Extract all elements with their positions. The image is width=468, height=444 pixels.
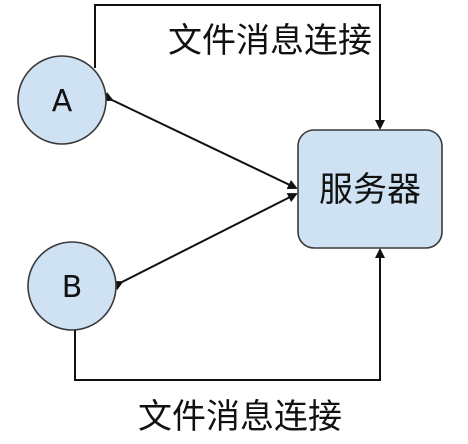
server-node: 服务器 <box>297 129 443 249</box>
node-b-label: B <box>62 270 83 305</box>
node-a-label: A <box>52 84 73 119</box>
bottom-connection-line <box>74 248 385 381</box>
node-b: B <box>27 241 117 331</box>
server-label: 服务器 <box>319 170 421 210</box>
bottom-connection-label: 文件消息连接 <box>138 397 342 437</box>
b-server-double-arrow <box>112 193 298 291</box>
node-a: A <box>17 55 107 145</box>
top-connection-label: 文件消息连接 <box>168 21 372 61</box>
top-connection-line <box>94 4 385 130</box>
a-server-double-arrow <box>102 92 298 190</box>
